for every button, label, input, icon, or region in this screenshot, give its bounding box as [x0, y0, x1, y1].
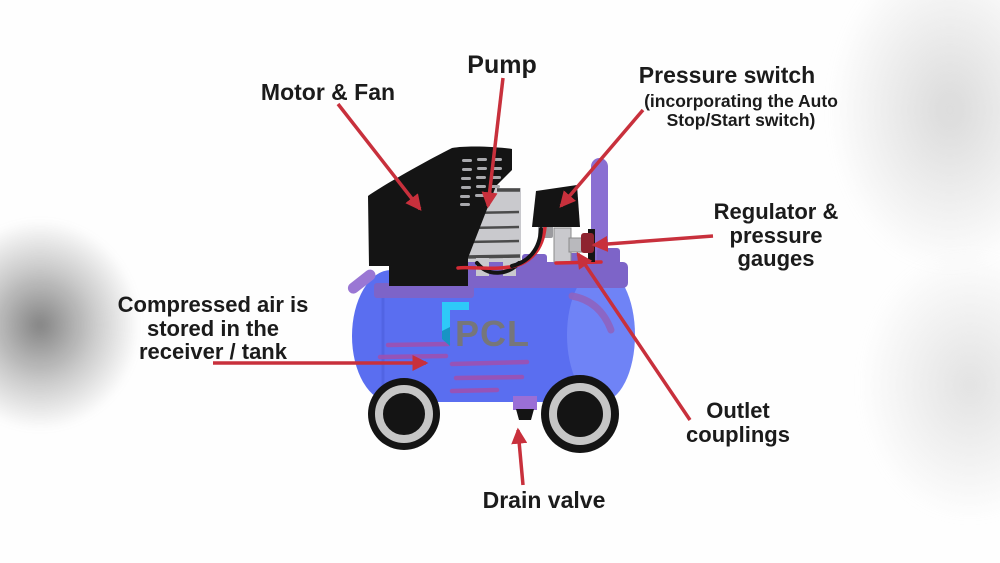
label-pressure-switch-sub: (incorporating the Auto Stop/Start switc…: [644, 92, 838, 129]
logo-mark-tip: [442, 327, 450, 346]
label-pump: Pump: [467, 51, 537, 79]
tank-stub-handle: [347, 269, 376, 294]
tank-cap-stripe: [568, 292, 615, 334]
label-outlet-couplings: Outlet couplings: [686, 398, 790, 447]
right-wheel: [541, 375, 619, 453]
arrow-motor-fan: [336, 102, 422, 211]
tank-streaks: [377, 341, 530, 394]
red-wire: [554, 260, 603, 265]
logo-text: PCL: [455, 313, 530, 354]
outlet-pipe: [553, 227, 572, 263]
regulator-knob: [581, 233, 594, 253]
logo-mark-side: [442, 302, 450, 335]
arrow-regulator: [591, 234, 714, 252]
label-drain-valve: Drain valve: [482, 487, 606, 513]
drain-valve: [513, 396, 537, 420]
arrow-drain-valve: [511, 427, 528, 486]
logo-mark-top: [442, 302, 469, 310]
label-tank: Compressed air is stored in the receiver…: [117, 292, 309, 365]
label-pressure-switch-sub-line2: Stop/Start switch): [666, 109, 816, 130]
black-wire: [510, 227, 543, 268]
label-pressure-switch: Pressure switch: [638, 62, 816, 88]
pcl-logo: PCL: [442, 302, 530, 354]
label-regulator: Regulator & pressure gauges: [713, 199, 839, 272]
callout-arrows: [213, 77, 714, 486]
arrow-pump: [481, 77, 505, 209]
arrow-pressure-switch: [559, 108, 645, 208]
left-wheel: [368, 378, 440, 450]
label-pressure-switch-sub-line1: (incorporating the Auto: [644, 91, 838, 111]
label-motor-fan: Motor & Fan: [260, 79, 396, 105]
arrow-outlet-couplings: [576, 251, 692, 421]
